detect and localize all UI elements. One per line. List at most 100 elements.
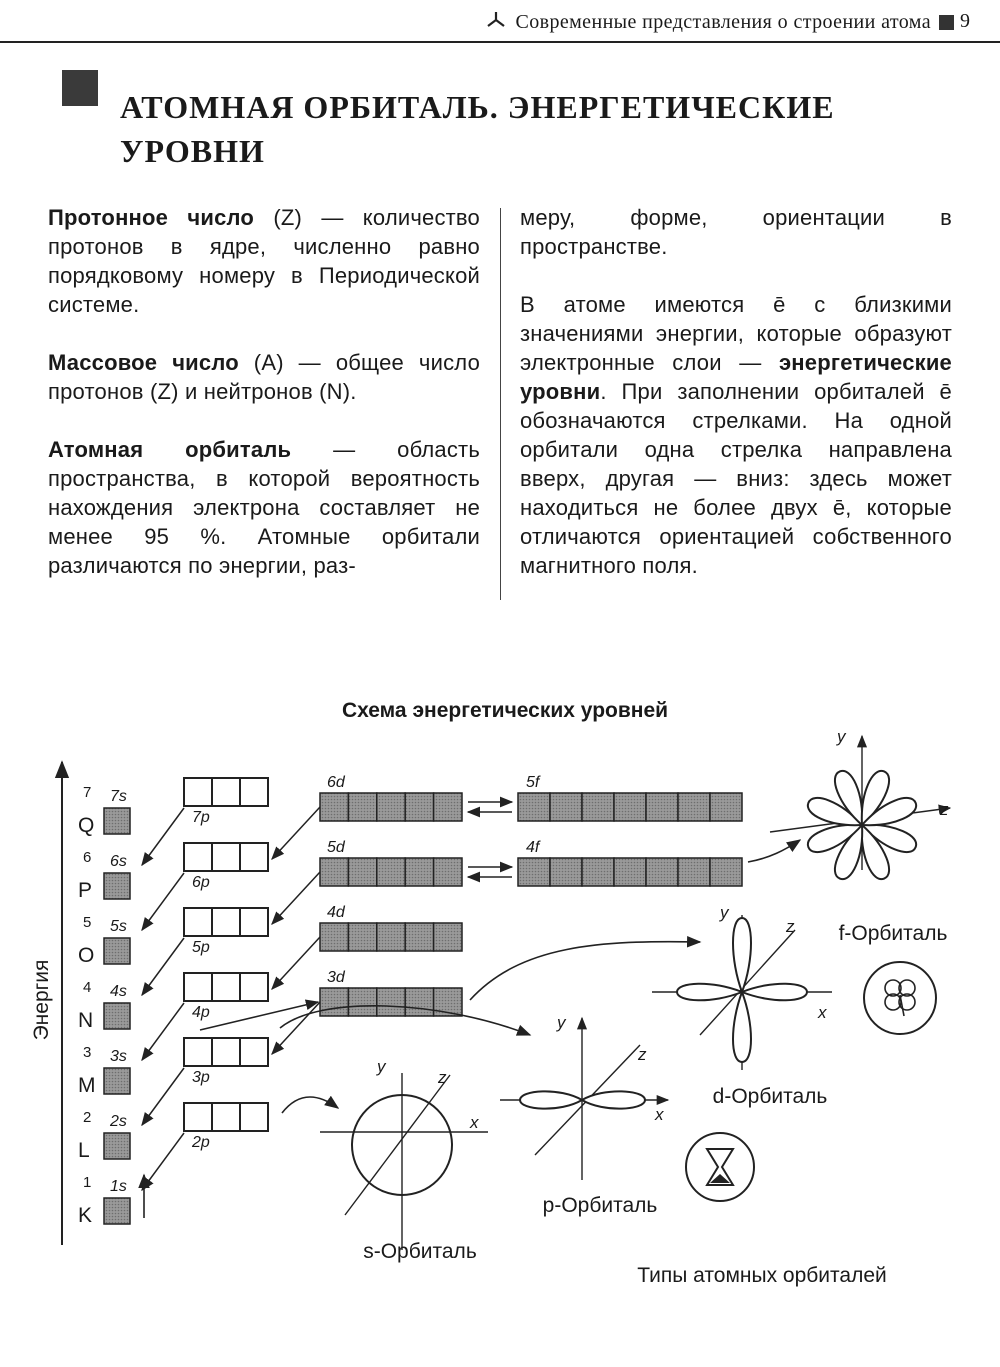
level-number-N: 4 [83, 979, 91, 996]
d-cell-4d-3 [376, 922, 406, 952]
p-cell-4p-2 [211, 972, 241, 1002]
f-cell-5f-6 [677, 792, 711, 822]
arrow-to-p-orbital [279, 1005, 532, 1036]
p-cell-6p-3 [239, 842, 269, 872]
f-lobe-4 [806, 823, 865, 853]
d-lobe-up [732, 916, 752, 995]
p-orbital-label: p-Орбиталь [543, 1194, 658, 1217]
arrow-3p-to-next-s [141, 1067, 185, 1127]
square-bullet-icon [939, 14, 954, 30]
energy-levels-text-a: В атоме имеются ē с близкими значениями … [520, 292, 952, 375]
f-orbital-figure: y z f-Орбиталь [769, 727, 952, 945]
term-proton-number: Протонное число [48, 205, 255, 230]
arrow-6d-to-p [271, 806, 321, 860]
d-cell-6d-4 [404, 792, 435, 822]
energy-levels-paragraph: В атоме имеются ē с близкими значениями … [520, 290, 952, 580]
running-title-text: Современные представления о строении ато… [515, 10, 931, 33]
energy-levels-text-b: . При заполнении орбиталей ē обозначаютс… [520, 379, 952, 578]
diagram-title: Схема энергетических уровней [342, 699, 668, 722]
tripod-icon [485, 10, 507, 34]
arrow-to-s-orbital [281, 1095, 340, 1114]
d-cell-6d-2 [347, 792, 378, 822]
p-cell-6p-2 [211, 842, 241, 872]
d-orbital-figure: x y z d-Орбиталь [652, 903, 832, 1108]
definition-atomic-orbital: Атомная орбиталь — область пространства,… [48, 435, 480, 580]
f-cell-4f-5 [645, 857, 679, 887]
f-lobe-7 [860, 769, 890, 828]
p-cell-7p-2 [211, 777, 241, 807]
d-lobe-down [732, 989, 752, 1064]
f-cell-4f-1 [517, 857, 551, 887]
arrow-7p-to-next-s [141, 807, 185, 867]
level-letter-N: N [78, 1009, 93, 1032]
f-cell-5f-5 [645, 792, 679, 822]
s-orbital-label: s-Орбиталь [363, 1240, 477, 1263]
arrow-to-f-orbital [747, 839, 802, 863]
term-atomic-orbital: Атомная орбиталь [48, 437, 292, 462]
f-orbital-lobes [806, 769, 918, 881]
level-letter-K: K [78, 1204, 92, 1227]
d-cell-6d-3 [376, 792, 406, 822]
term-energy-levels: энергетические уровни [520, 350, 952, 404]
s-orbital-figure: x y z s-Орбиталь [320, 1057, 488, 1263]
p-x-label: x [654, 1105, 664, 1124]
title-square-icon [62, 70, 98, 106]
s-x-label: x [469, 1113, 479, 1132]
d-label-6d: 6d [327, 774, 346, 791]
p-label-3p: 3p [192, 1069, 210, 1086]
d-cell-3d-1 [319, 987, 350, 1017]
f-lobe-3 [834, 822, 864, 881]
running-title: Современные представления о строении ато… [485, 10, 954, 34]
d-cell-5d-4 [404, 857, 435, 887]
d-cell-6d-5 [432, 792, 463, 822]
d-y-label: y [719, 903, 730, 922]
f-lobe-2 [860, 822, 890, 881]
p-cell-2p-2 [211, 1102, 241, 1132]
p-lobe-right [580, 1090, 647, 1110]
left-column: Протонное число (Z) — количество протоно… [48, 203, 480, 609]
d-cell-4d-2 [347, 922, 378, 952]
p-label-4p: 4p [192, 1004, 210, 1021]
p-cell-4p-3 [239, 972, 269, 1002]
arrow-4p-to-next-s [141, 1002, 185, 1062]
p-cell-7p-3 [239, 777, 269, 807]
d-cell-5d-3 [376, 857, 406, 887]
d-x-label: x [817, 1003, 827, 1022]
orbital-continuation: меру, форме, ориентации в пространстве. [520, 205, 952, 259]
p-cell-3p-1 [183, 1037, 213, 1067]
arrow-2p-to-next-s [141, 1132, 185, 1192]
s-label-M: 3s [110, 1048, 127, 1065]
level-number-O: 5 [83, 914, 91, 931]
p-z-label: z [637, 1045, 647, 1064]
s-cell-M [103, 1067, 131, 1095]
s-label-N: 4s [110, 983, 127, 1000]
s-label-P: 6s [110, 853, 127, 870]
s-cell-Q [103, 807, 131, 835]
text-mass-number: (A) — общее число протонов (Z) и нейтрон… [48, 350, 481, 404]
f-label-5f: 5f [526, 774, 541, 791]
level-number-M: 3 [83, 1044, 91, 1061]
d-label-3d: 3d [327, 969, 346, 986]
level-number-Q: 7 [83, 784, 91, 801]
right-column: меру, форме, ориентации в пространстве. … [520, 203, 952, 609]
p-cell-3p-2 [211, 1037, 241, 1067]
arrow-6p-to-next-s [141, 872, 185, 932]
s-z-axis [344, 1074, 451, 1216]
f-cell-4f-3 [581, 857, 615, 887]
d-cell-3d-4 [404, 987, 435, 1017]
p-orbital-figure: x y z p-Орбиталь [500, 1013, 670, 1217]
level-number-P: 6 [83, 849, 91, 866]
d-cell-3d-2 [347, 987, 378, 1017]
f-cell-5f-1 [517, 792, 551, 822]
f-cell-5f-2 [549, 792, 583, 822]
p-cell-4p-1 [183, 972, 213, 1002]
f-cell-5f-7 [709, 792, 743, 822]
f-cell-4f-4 [613, 857, 647, 887]
d-cell-4d-1 [319, 922, 350, 952]
arrow-5d-to-p [271, 871, 321, 925]
arrow-3d-to-p [271, 1001, 321, 1055]
f-lobe-8 [859, 797, 918, 827]
